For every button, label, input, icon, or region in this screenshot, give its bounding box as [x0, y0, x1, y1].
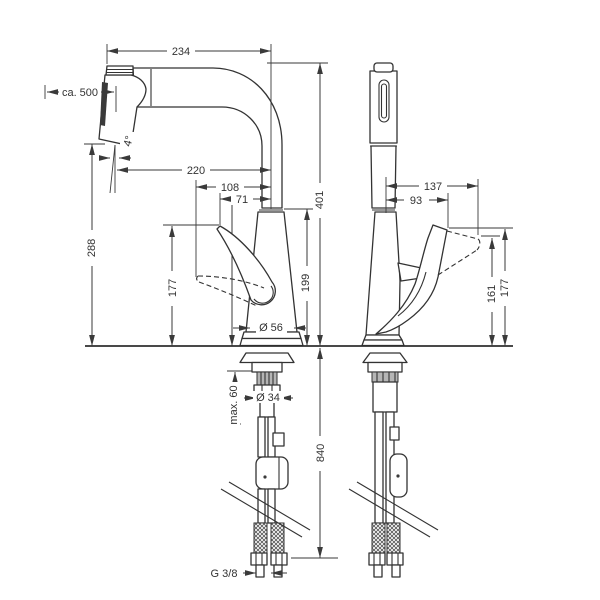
- dim-spray-angle: 4°: [122, 135, 136, 148]
- side-column-lower: [370, 145, 397, 209]
- supply-hose: [257, 416, 266, 458]
- dim-hole-diameter: Ø 34: [256, 392, 280, 404]
- hose-nut: [368, 552, 386, 566]
- dim-height-spray-head: 288: [86, 239, 98, 257]
- spray-face-cap: [105, 65, 134, 76]
- dim-height-spout-under: 199: [300, 274, 312, 292]
- spout-slot: [378, 79, 390, 123]
- hose-weight: [255, 456, 289, 490]
- dim-thread-size: G 3/8: [211, 568, 238, 580]
- dim-hose-pullout: ca. 500: [62, 87, 98, 99]
- dim-side-height-handle: 177: [499, 279, 511, 297]
- front-undercounter: [239, 352, 295, 578]
- dim-side-height-handle-open: 161: [486, 285, 498, 303]
- front-handle: [216, 225, 276, 306]
- side-handle: [375, 224, 448, 335]
- break-lines: [220, 481, 439, 538]
- escutcheon: [239, 352, 295, 364]
- dim-height-handle-front: 177: [167, 279, 179, 297]
- dim-reach-outer: 220: [187, 165, 205, 177]
- front-handle-dashed: [196, 275, 265, 307]
- threaded-shank: [256, 371, 278, 386]
- dim-spout-reach: 234: [172, 46, 190, 58]
- hose-nut: [386, 552, 404, 566]
- dim-side-handle-open-reach: 137: [424, 181, 442, 193]
- front-spout: [132, 67, 283, 209]
- dim-counter-max-thickness: max. 60: [228, 385, 240, 424]
- dim-height-total: 401: [314, 191, 326, 209]
- side-view: [361, 62, 481, 578]
- hose-nut: [270, 552, 288, 566]
- side-column-upper: [369, 70, 398, 144]
- dim-handle-open-reach: 108: [221, 182, 239, 194]
- dim-base-diameter: Ø 56: [259, 322, 283, 334]
- side-handle-dashed: [437, 230, 481, 276]
- dimension-labels: 234 ca. 500 4° 220 108 71 137 93 288 177…: [59, 44, 511, 580]
- hose-nut: [250, 552, 268, 566]
- escutcheon: [362, 352, 408, 364]
- side-undercounter: [362, 352, 408, 578]
- dim-side-handle-reach: 93: [410, 195, 422, 207]
- dim-hose-length: 840: [315, 444, 327, 462]
- front-view: [98, 65, 304, 578]
- dim-handle-reach: 71: [236, 194, 248, 206]
- side-top-cap: [373, 62, 394, 73]
